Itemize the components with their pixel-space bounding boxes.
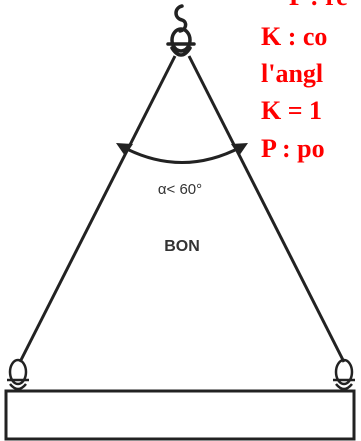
arc-arrow-left-icon xyxy=(116,143,133,156)
formula-note: P : re K : co l'angl K = 1 P : po xyxy=(261,0,348,163)
note-line-5: P : po xyxy=(261,134,325,163)
load-box xyxy=(4,389,356,441)
shackle-right-icon xyxy=(333,358,355,391)
arc-arrow-right-icon xyxy=(231,143,248,156)
sling-left-leg xyxy=(18,55,177,363)
verdict-label: BON xyxy=(164,238,200,255)
angle-label: α< 60° xyxy=(158,181,202,198)
sling-right-leg xyxy=(187,55,346,363)
note-line-3: l'angl xyxy=(261,59,323,88)
hook-icon xyxy=(166,4,196,57)
angle-arc xyxy=(116,143,248,164)
note-line-2: K : co xyxy=(261,22,327,51)
shackle-left-icon xyxy=(7,358,29,391)
note-line-1: P : re xyxy=(289,0,348,11)
note-line-4: K = 1 xyxy=(261,96,322,125)
